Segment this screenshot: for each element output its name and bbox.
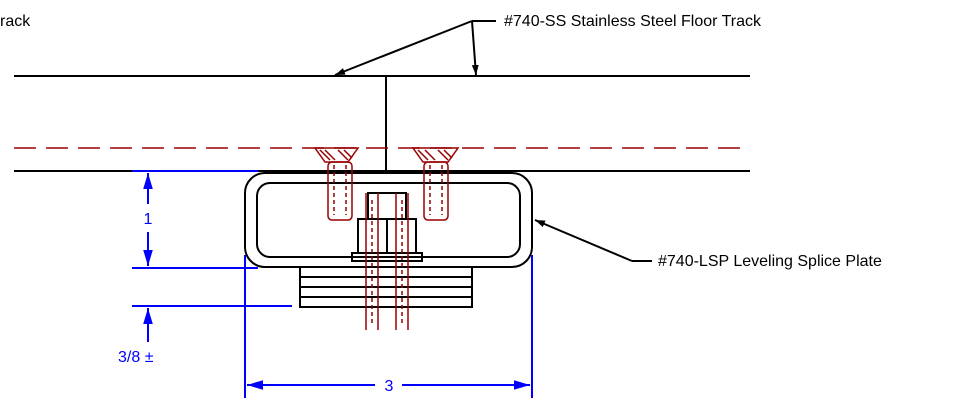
dimension-height-2-value: 3/8 ±: [118, 349, 154, 366]
splice-plate-leader: [534, 219, 652, 262]
splice-plate: [244, 172, 533, 308]
floor-track-leader: [334, 20, 496, 76]
dimension-height-1-value: 1: [144, 211, 153, 228]
floor-track-label: #740-SS Stainless Steel Floor Track: [504, 13, 762, 30]
floor-track: [14, 75, 750, 172]
dimension-width-value: 3: [385, 378, 394, 395]
splice-plate-label: #740-LSP Leveling Splice Plate: [658, 253, 882, 270]
dimension-height-2: [132, 305, 292, 342]
dimension-width: [244, 255, 533, 398]
screws-hidden-detail: [313, 147, 460, 330]
dimension-height-1: [132, 170, 258, 269]
cut-off-label: rack: [0, 13, 31, 30]
